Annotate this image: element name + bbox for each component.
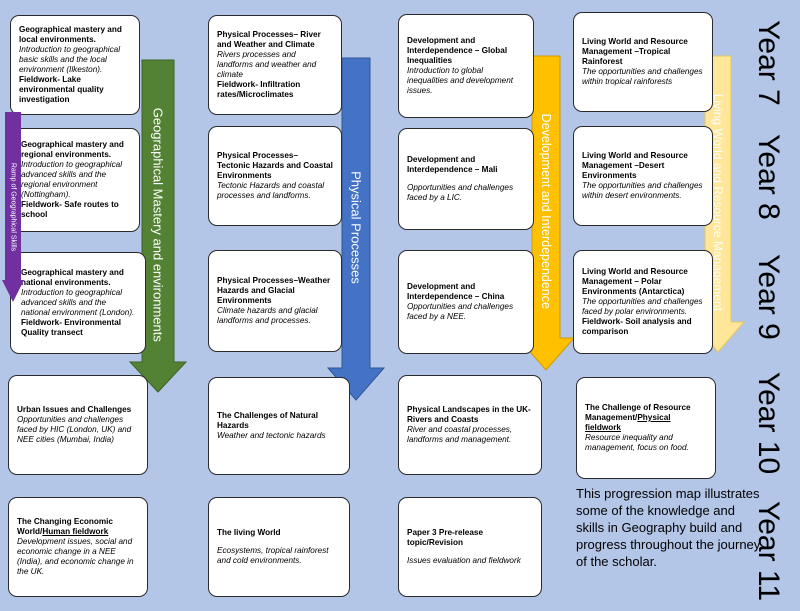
ramp-skills-arrow: Ramp of Geographical Skills <box>2 112 24 302</box>
year-9-label: Year 9 <box>752 254 785 340</box>
card-changing-economic-world: The Changing Economic World/Human fieldw… <box>8 497 148 597</box>
geo-mastery-label: Geographical Mastery and environments <box>150 107 166 342</box>
card-paper3-prerelease: Paper 3 Pre-release topic/Revision Issue… <box>398 497 542 597</box>
development-label: Development and Interdependence <box>539 113 553 309</box>
card-physical-year7: Physical Processes– River and Weather an… <box>208 15 342 115</box>
year-8-label: Year 8 <box>752 134 785 220</box>
card-natural-hazards: The Challenges of Natural Hazards Weathe… <box>208 377 350 475</box>
card-development-year8: Development and Interdependence – Mali O… <box>398 128 534 230</box>
ramp-skills-label: Ramp of Geographical Skills <box>9 162 17 252</box>
physical-processes-arrow: Physical Processes <box>326 57 386 401</box>
card-development-year7: Development and Interdependence – Global… <box>398 14 534 118</box>
card-living-year8: Living World and Resource Management –De… <box>573 126 713 226</box>
card-geo-year9: Geographical mastery and national enviro… <box>10 252 146 354</box>
card-living-year9: Living World and Resource Management – P… <box>573 250 713 354</box>
card-physical-year9: Physical Processes–Weather Hazards and G… <box>208 250 342 352</box>
year-10-label: Year 10 <box>752 371 785 475</box>
card-living-world: The living World Ecosystems, tropical ra… <box>208 497 350 597</box>
card-geo-year7: Geographical mastery and local environme… <box>10 15 140 115</box>
card-physical-year8: Physical Processes– Tectonic Hazards and… <box>208 126 342 226</box>
card-urban-issues: Urban Issues and Challenges Opportunitie… <box>8 375 148 475</box>
progression-note: This progression map illustrates some of… <box>576 486 761 569</box>
physical-processes-label: Physical Processes <box>348 171 364 284</box>
card-geo-year8: Geographical mastery and regional enviro… <box>10 128 140 232</box>
living-world-label: Living World and Resource Management <box>711 93 725 311</box>
card-development-year9: Development and Interdependence – China … <box>398 250 534 354</box>
card-resource-management: The Challenge of Resource Management/Phy… <box>576 377 716 479</box>
card-physical-landscapes: Physical Landscapes in the UK- Rivers an… <box>398 375 542 475</box>
card-living-year7: Living World and Resource Management –Tr… <box>573 12 713 112</box>
year-7-label: Year 7 <box>752 20 785 106</box>
